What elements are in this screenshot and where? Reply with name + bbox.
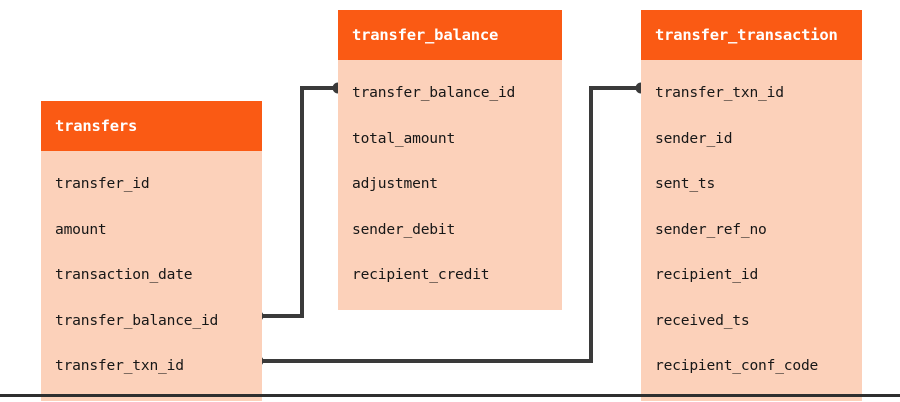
field-amount[interactable]: amount	[55, 220, 107, 238]
field-sender-debit[interactable]: sender_debit	[352, 220, 456, 238]
entity-table-transfer-transaction[interactable]: transfer_transaction transfer_txn_id sen…	[641, 10, 862, 401]
field-sent-ts[interactable]: sent_ts	[655, 175, 716, 192]
field-recipient-id[interactable]: recipient_id	[655, 266, 759, 283]
relationship-transfers-to-transfer-balance[interactable]	[252, 82, 344, 322]
field-adjustment[interactable]: adjustment	[352, 175, 438, 192]
table-header-transfer-transaction: transfer_transaction	[641, 10, 862, 60]
field-sender-ref-no[interactable]: sender_ref_no	[655, 220, 767, 238]
field-transfer-txn-id[interactable]: transfer_txn_id	[655, 84, 784, 101]
field-list-transfers: transfer_id amount transaction_date tran…	[41, 151, 262, 401]
connector-line	[258, 86, 641, 363]
field-recipient-conf-code[interactable]: recipient_conf_code	[655, 357, 819, 374]
bottom-divider	[0, 394, 900, 397]
field-transfer-balance-id[interactable]: transfer_balance_id	[55, 311, 219, 329]
entity-table-transfers[interactable]: transfers transfer_id amount transaction…	[41, 101, 262, 401]
field-transfer-txn-id[interactable]: transfer_txn_id	[55, 357, 184, 374]
field-recipient-credit[interactable]: recipient_credit	[352, 266, 490, 283]
connector-line	[258, 86, 338, 318]
field-transfer-balance-id[interactable]: transfer_balance_id	[352, 84, 516, 101]
field-list-transfer-balance: transfer_balance_id total_amount adjustm…	[338, 60, 562, 310]
entity-table-transfer-balance[interactable]: transfer_balance transfer_balance_id tot…	[338, 10, 562, 310]
table-header-transfers: transfers	[41, 101, 262, 151]
field-list-transfer-transaction: transfer_txn_id sender_id sent_ts sender…	[641, 60, 862, 401]
field-sender-id[interactable]: sender_id	[655, 129, 733, 147]
field-received-ts[interactable]: received_ts	[655, 311, 750, 329]
table-header-transfer-balance: transfer_balance	[338, 10, 562, 60]
field-transfer-id[interactable]: transfer_id	[55, 175, 150, 192]
field-transaction-date[interactable]: transaction_date	[55, 266, 193, 283]
field-total-amount[interactable]: total_amount	[352, 129, 456, 147]
